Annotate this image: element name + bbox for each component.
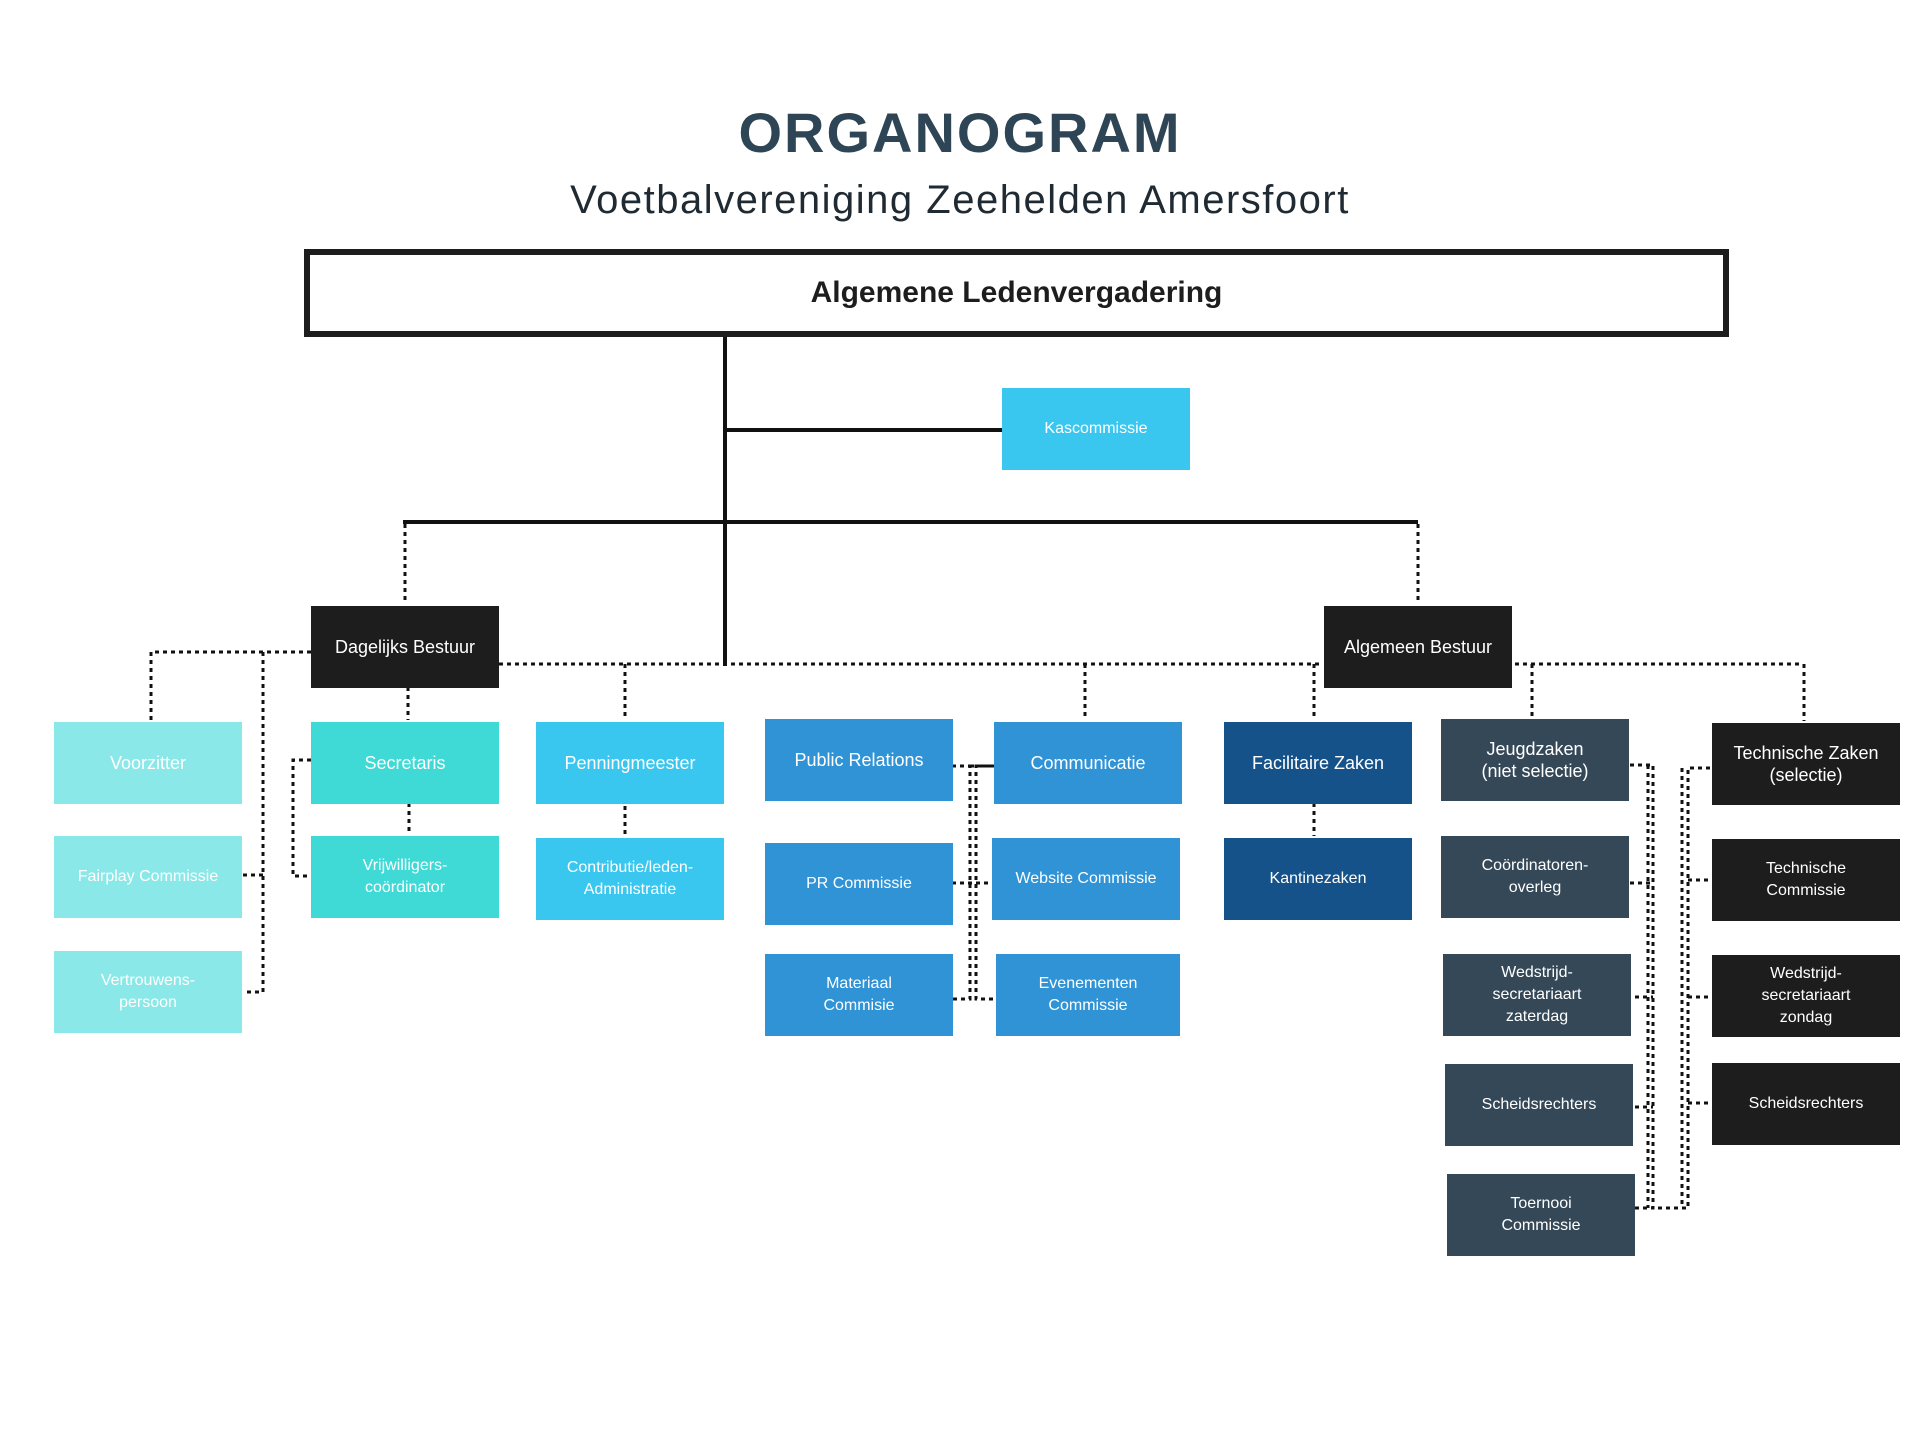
technische-commissie-box: Technische Commissie [1712, 839, 1900, 921]
scheidsrechters-selectie-label: Scheidsrechters [1748, 1095, 1864, 1112]
pr-commissie-box: PR Commissie [765, 843, 953, 925]
contributie-administratie-box: Contributie/leden- Administratie [536, 838, 724, 920]
secretaris-label: Secretaris [364, 753, 446, 773]
kantinezaken-box: Kantinezaken [1224, 838, 1412, 920]
algemeen-bestuur-box: Algemeen Bestuur [1324, 606, 1512, 688]
wedstrijdsecretariaat-zaterdag-label: Wedstrijd- secretariaart zaterdag [1492, 964, 1582, 1025]
technische-zaken-label: Technische Zaken (selectie) [1733, 743, 1879, 785]
kascommissie-label: Kascommissie [1044, 420, 1148, 437]
dagelijks-bestuur-label: Dagelijks Bestuur [334, 637, 476, 657]
page-subtitle: Voetbalvereniging Zeehelden Amersfoort [570, 178, 1350, 222]
dagelijks-bestuur-box: Dagelijks Bestuur [311, 606, 499, 688]
evenementen-commissie-box: Evenementen Commissie [996, 954, 1180, 1036]
technische-commissie-label: Technische Commissie [1765, 860, 1847, 899]
technische-zaken-box: Technische Zaken (selectie) [1712, 723, 1900, 805]
jeugdzaken-label: Jeugdzaken (niet selectie) [1481, 739, 1589, 781]
connector-jeugd-cluster [1630, 763, 1655, 1210]
communicatie-box: Communicatie [994, 722, 1182, 804]
secretaris-box: Secretaris [311, 722, 499, 804]
materiaal-commissie-box: Materiaal Commisie [765, 954, 953, 1036]
algemene-ledenvergadering-box: Algemene Ledenvergadering [304, 249, 1729, 337]
scheidsrechters-selectie-box: Scheidsrechters [1712, 1063, 1900, 1145]
connector-secretaris-vrijwilligers [291, 758, 311, 878]
toernooi-commissie-label: Toernooi Commissie [1501, 1195, 1581, 1234]
wedstrijdsecretariaat-zondag-box: Wedstrijd- secretariaart zondag [1712, 955, 1900, 1037]
materiaal-commissie-label: Materiaal Commisie [823, 975, 895, 1014]
contributie-administratie-label: Contributie/leden- Administratie [566, 859, 694, 898]
connector-dagelijks-voorzitter [149, 650, 311, 720]
kantinezaken-label: Kantinezaken [1269, 870, 1367, 887]
voorzitter-label: Voorzitter [109, 753, 187, 773]
voorzitter-box: Voorzitter [54, 722, 242, 804]
solid-connectors [403, 331, 1418, 666]
connector-communicatie-cluster [974, 764, 994, 1001]
public-relations-box: Public Relations [765, 719, 953, 801]
scheidsrechters-jeugd-label: Scheidsrechters [1481, 1096, 1597, 1113]
vertrouwenspersoon-box: Vertrouwens- persoon [54, 951, 242, 1033]
coordinatorenoverleg-box: Coördinatoren- overleg [1441, 836, 1629, 918]
jeugdzaken-box: Jeugdzaken (niet selectie) [1441, 719, 1629, 801]
website-commissie-label: Website Commissie [1015, 870, 1157, 887]
wedstrijdsecretariaat-zaterdag-box: Wedstrijd- secretariaart zaterdag [1443, 954, 1631, 1036]
website-commissie-box: Website Commissie [992, 838, 1180, 920]
vertrouwenspersoon-label: Vertrouwens- persoon [100, 972, 196, 1011]
facilitaire-zaken-label: Facilitaire Zaken [1251, 753, 1385, 773]
public-relations-label: Public Relations [794, 750, 924, 770]
connector-dagelijks-fairplay-vertrouwens [243, 650, 311, 994]
vrijwilligerscoordinator-box: Vrijwilligers- coördinator [311, 836, 499, 918]
fairplay-commissie-box: Fairplay Commissie [54, 836, 242, 918]
wedstrijdsecretariaat-zondag-label: Wedstrijd- secretariaart zondag [1761, 965, 1851, 1026]
kascommissie-box: Kascommissie [1002, 388, 1190, 470]
coordinatorenoverleg-label: Coördinatoren- overleg [1481, 857, 1589, 896]
scheidsrechters-jeugd-box: Scheidsrechters [1445, 1064, 1633, 1146]
pr-commissie-label: PR Commissie [806, 875, 912, 892]
vrijwilligerscoordinator-label: Vrijwilligers- coördinator [362, 857, 448, 896]
toernooi-commissie-box: Toernooi Commissie [1447, 1174, 1635, 1256]
dotted-connectors [149, 524, 1806, 1210]
fairplay-commissie-label: Fairplay Commissie [77, 868, 219, 885]
connector-pr-cluster [952, 764, 972, 1001]
connector-technisch-cluster [1653, 766, 1710, 1210]
evenementen-commissie-label: Evenementen Commissie [1038, 975, 1138, 1014]
penningmeester-box: Penningmeester [536, 722, 724, 804]
communicatie-label: Communicatie [1030, 753, 1146, 773]
algemeen-bestuur-label: Algemeen Bestuur [1343, 637, 1493, 657]
page-title: ORGANOGRAM [738, 101, 1182, 164]
facilitaire-zaken-box: Facilitaire Zaken [1224, 722, 1412, 804]
penningmeester-label: Penningmeester [564, 753, 696, 773]
